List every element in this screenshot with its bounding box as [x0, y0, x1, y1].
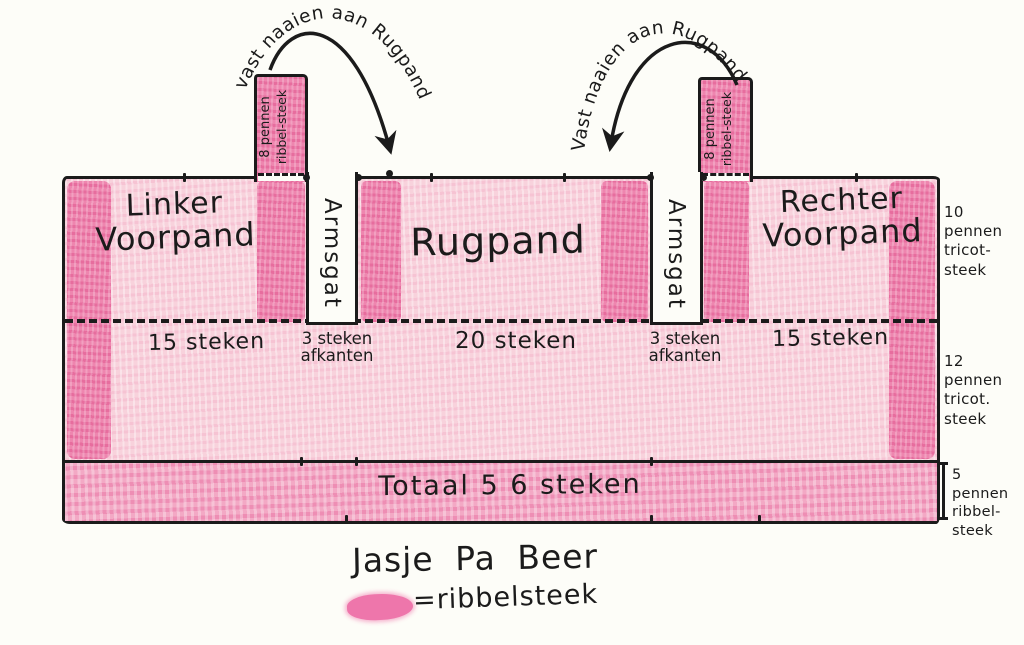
pattern-title: Jasje Pa Beer — [351, 536, 599, 580]
corner-dot — [303, 174, 310, 181]
stitch-marker-tick — [563, 173, 566, 182]
right-tab-line1: 8 pennen — [703, 98, 718, 160]
left-armhole-label: Armsgat — [319, 197, 345, 309]
corner-dot — [386, 170, 393, 177]
legend-color-swatch — [346, 592, 414, 622]
side-note-top-line3: steek — [944, 260, 987, 279]
shading-strip-back-left — [361, 181, 401, 322]
side-note-middle-line2: tricot. — [944, 390, 991, 409]
back-panel-label: Rugpand — [393, 217, 604, 265]
left-bindoff-line1: 3 steken — [301, 329, 373, 348]
ribbing-dimension-bracket — [942, 463, 945, 520]
right-bindoff-line1: 3 steken — [649, 329, 721, 348]
side-note-bottom-line2: ribbel- — [952, 504, 1001, 521]
corner-dot — [647, 174, 654, 181]
side-note-middle: 12 pennen tricot. steek — [944, 352, 1022, 429]
left-front-panel-label: Linker Voorpand — [74, 185, 276, 259]
side-note-middle-line3: steek — [944, 409, 987, 428]
right-tab-line2: ribbel-steek — [718, 91, 734, 167]
stitch-marker-tick — [355, 457, 358, 466]
side-note-bottom: 5 pennen ribbel- steek — [952, 466, 1022, 540]
right-bindoff-label: 3 steken afkanten — [640, 330, 730, 365]
bottom-ribbing-band — [65, 460, 937, 521]
legend-label: =ribbelsteek — [412, 578, 599, 617]
side-note-top-line2: tricot- — [944, 241, 992, 260]
side-note-middle-line1: 12 pennen — [944, 352, 1003, 390]
corner-dot — [700, 174, 707, 181]
stitch-marker-tick — [183, 173, 186, 182]
left-tab-line1: 8 pennen — [258, 96, 273, 158]
stitch-marker-tick — [855, 173, 858, 182]
left-bindoff-label: 3 steken afkanten — [292, 330, 382, 365]
stitch-marker-tick — [650, 515, 653, 524]
back-stitch-count: 20 steken — [455, 328, 577, 354]
left-armhole-slot — [306, 172, 358, 325]
right-armhole-label: Armsgat — [663, 198, 689, 310]
side-note-bottom-line1: 5 pennen — [952, 467, 1009, 502]
stitch-marker-tick — [758, 515, 761, 524]
shading-strip-back-right — [601, 181, 648, 322]
right-shoulder-tab-label: 8 pennen ribbel-steek — [703, 74, 749, 184]
left-tab-base-dashed — [258, 173, 304, 181]
side-note-top-line1: 10 pennen — [944, 203, 1003, 241]
left-tab-line2: ribbel-steek — [273, 89, 289, 165]
right-bindoff-line2: afkanten — [648, 346, 722, 366]
total-stitch-count: Totaal 5 6 steken — [378, 468, 642, 503]
left-front-line2: Voorpand — [94, 214, 257, 259]
corner-dot — [355, 174, 362, 181]
armhole-depth-dashed-line — [65, 319, 937, 323]
left-shoulder-tab-label: 8 pennen ribbel-steek — [258, 72, 304, 182]
side-note-top: 10 pennen tricot- steek — [944, 203, 1022, 280]
right-armhole-slot — [650, 172, 703, 325]
right-front-panel-label: Rechter Voorpand — [741, 181, 943, 255]
shading-strip-right-tab-column — [704, 181, 749, 322]
left-front-stitch-count: 15 steken — [147, 328, 266, 357]
ribbing-bracket-top-cap — [938, 462, 948, 465]
back-label: Rugpand — [409, 217, 587, 265]
right-front-line2: Voorpand — [761, 210, 924, 255]
stitch-marker-tick — [345, 515, 348, 524]
left-bindoff-line2: afkanten — [300, 346, 374, 366]
stitch-marker-tick — [430, 173, 433, 182]
stitch-marker-tick — [650, 457, 653, 466]
stitch-marker-tick — [300, 457, 303, 466]
right-tab-base-dashed — [702, 173, 749, 181]
right-front-stitch-count: 15 steken — [771, 324, 890, 353]
shading-strip-left-tab-column — [257, 181, 305, 322]
side-note-bottom-line3: steek — [952, 522, 993, 539]
ribbing-bracket-bottom-cap — [938, 517, 948, 520]
